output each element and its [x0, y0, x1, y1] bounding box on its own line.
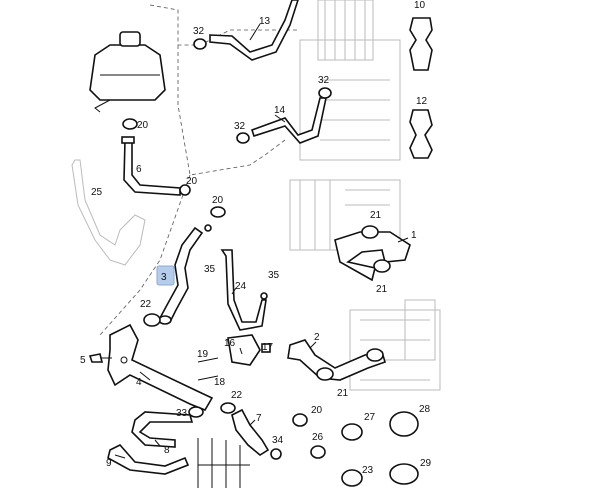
hose-1: [334, 231, 411, 282]
thermostat-housing: [227, 334, 271, 366]
callout-23: 23: [362, 465, 374, 476]
callout-35: 35: [204, 264, 216, 275]
engine-block: [349, 299, 441, 391]
hose-8: [131, 411, 194, 448]
callout-13: 13: [259, 16, 271, 27]
callout-20: 20: [137, 120, 149, 131]
callout-14: 14: [274, 105, 286, 116]
callout-2: 2: [314, 332, 320, 343]
callout-21: 21: [376, 284, 388, 295]
coolant-pipe-4: [107, 323, 214, 411]
callouts: 10 13 32 32 32 12 14 20 6 20 25 20 21 1 …: [80, 0, 432, 476]
callout-27: 27: [364, 412, 376, 423]
hose-clamps: [122, 38, 419, 487]
dashed-boundary: [99, 4, 300, 336]
hose-14: [250, 97, 327, 144]
callout-29: 29: [420, 458, 432, 469]
callout-12: 12: [416, 96, 428, 107]
radiator-top: [299, 0, 401, 161]
clip-10: [409, 17, 433, 71]
callout-32: 32: [193, 26, 205, 37]
callout-19: 19: [197, 349, 209, 360]
callout-33: 33: [176, 408, 188, 419]
callout-35: 35: [268, 270, 280, 281]
callout-32: 32: [234, 121, 246, 132]
callout-4: 4: [136, 377, 142, 388]
callout-21: 21: [370, 210, 382, 221]
callout-16: 16: [224, 338, 236, 349]
callout-10: 10: [414, 0, 426, 11]
leader-lines: [114, 23, 409, 459]
bottom-bracket: [197, 438, 250, 488]
callout-7: 7: [256, 413, 262, 424]
callout-20: 20: [212, 195, 224, 206]
callout-20: 20: [186, 176, 198, 187]
callout-18: 18: [214, 377, 226, 388]
hose-3[interactable]: [158, 226, 204, 325]
callout-32: 32: [318, 75, 330, 86]
callout-26: 26: [312, 432, 324, 443]
callout-22: 22: [140, 299, 152, 310]
callout-6: 6: [136, 164, 142, 175]
callout-17: 17: [262, 342, 274, 353]
callout-1: 1: [411, 230, 417, 241]
hose-2: [287, 339, 386, 381]
highlighted-callout-box: [156, 265, 175, 286]
callout-22: 22: [231, 390, 243, 401]
hose-13: [209, 0, 299, 61]
callout-3[interactable]: 3: [161, 272, 167, 283]
callout-8: 8: [164, 445, 170, 456]
callout-5: 5: [80, 355, 86, 366]
callout-20: 20: [311, 405, 323, 416]
hose-25: [71, 159, 146, 266]
callout-24: 24: [235, 281, 247, 292]
callout-28: 28: [419, 404, 431, 415]
hose-7: [231, 408, 270, 456]
hose-6: [121, 136, 181, 196]
hose-9: [107, 444, 190, 475]
clip-12: [409, 109, 433, 159]
expansion-tank: [89, 31, 166, 113]
callout-21: 21: [337, 388, 349, 399]
callout-9: 9: [106, 458, 112, 469]
callout-34: 34: [272, 435, 284, 446]
callout-25: 25: [91, 187, 103, 198]
bolts: [88, 353, 219, 381]
